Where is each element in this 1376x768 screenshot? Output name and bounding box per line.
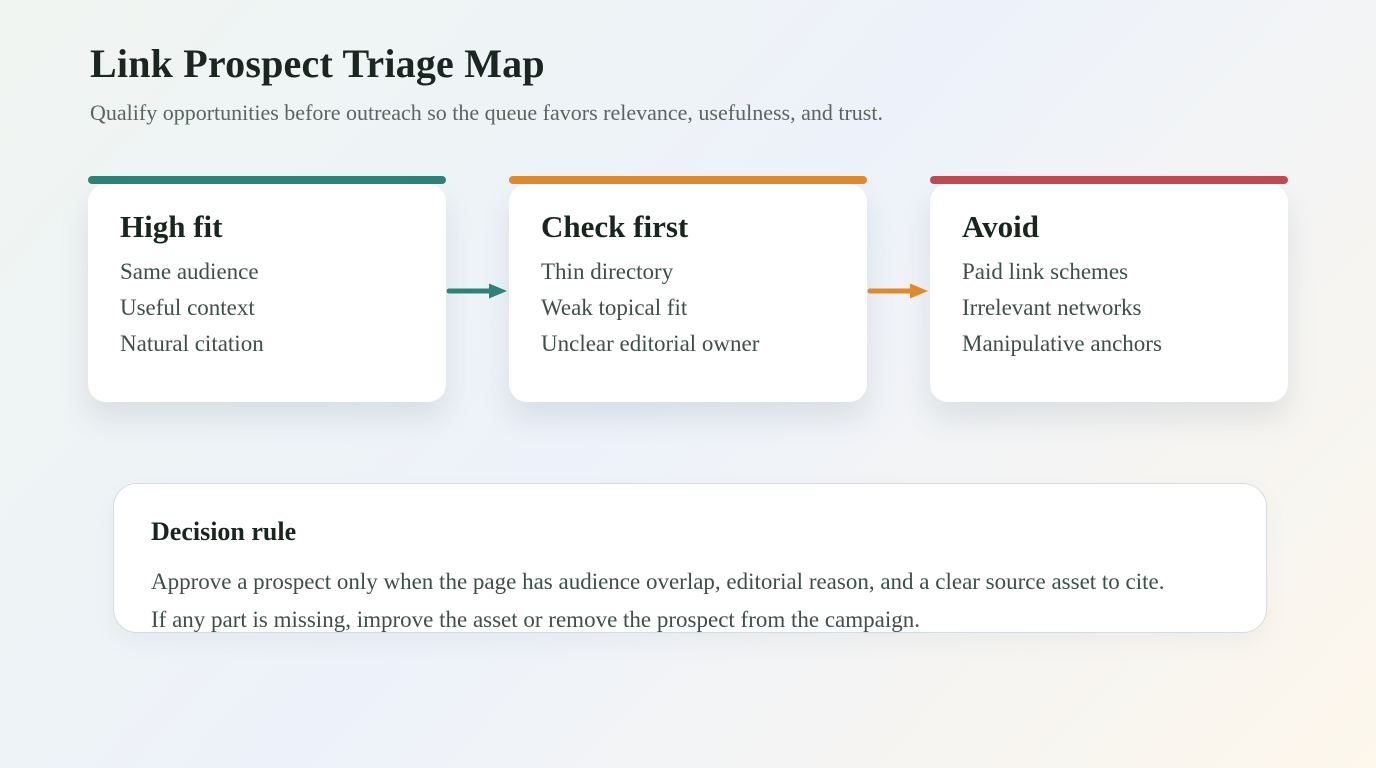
list-item: Paid link schemes: [962, 259, 1129, 285]
avoid-accent-bar: [930, 176, 1288, 185]
high-fit-item-list: Same audience Useful context Natural cit…: [120, 254, 414, 362]
page-subtitle: Qualify opportunities before outreach so…: [90, 99, 883, 125]
list-item: Thin directory: [541, 259, 674, 285]
decision-rule-text: Approve a prospect only when the page ha…: [151, 563, 1266, 639]
high-fit-card-body: High fit Same audience Useful context Na…: [88, 184, 446, 403]
list-item: Unclear editorial owner: [541, 331, 760, 357]
list-item: Useful context: [120, 295, 255, 321]
triage-map-canvas: Link Prospect Triage Map Qualify opportu…: [88, 41, 1376, 634]
page-title: Link Prospect Triage Map: [90, 41, 545, 86]
card-high-fit: High fit Same audience Useful context Na…: [88, 176, 446, 403]
decision-rule-line: Approve a prospect only when the page ha…: [151, 569, 1165, 595]
card-check-first: Check first Thin directory Weak topical …: [509, 176, 867, 403]
arrow-right-icon: [446, 281, 509, 301]
high-fit-accent-bar: [88, 176, 446, 185]
avoid-card-title: Avoid: [962, 209, 1039, 245]
check-first-item-list: Thin directory Weak topical fit Unclear …: [541, 254, 835, 362]
triage-columns: High fit Same audience Useful context Na…: [88, 176, 1288, 403]
avoid-card-body: Avoid Paid link schemes Irrelevant netwo…: [930, 184, 1288, 403]
arrow-right-icon: [867, 281, 930, 301]
list-item: Same audience: [120, 259, 259, 285]
page-header: Link Prospect Triage Map Qualify opportu…: [90, 41, 1376, 127]
high-fit-card-title: High fit: [120, 209, 223, 245]
list-item: Irrelevant networks: [962, 295, 1142, 321]
list-item: Manipulative anchors: [962, 331, 1162, 357]
list-item: Weak topical fit: [541, 295, 688, 321]
card-avoid: Avoid Paid link schemes Irrelevant netwo…: [930, 176, 1288, 403]
decision-rule-card: Decision rule Approve a prospect only wh…: [113, 483, 1267, 634]
decision-rule-title: Decision rule: [151, 517, 297, 547]
check-first-accent-bar: [509, 176, 867, 185]
check-first-card-body: Check first Thin directory Weak topical …: [509, 184, 867, 403]
decision-rule-line: If any part is missing, improve the asse…: [151, 607, 921, 633]
avoid-item-list: Paid link schemes Irrelevant networks Ma…: [962, 254, 1256, 362]
check-first-card-title: Check first: [541, 209, 689, 245]
list-item: Natural citation: [120, 331, 264, 357]
